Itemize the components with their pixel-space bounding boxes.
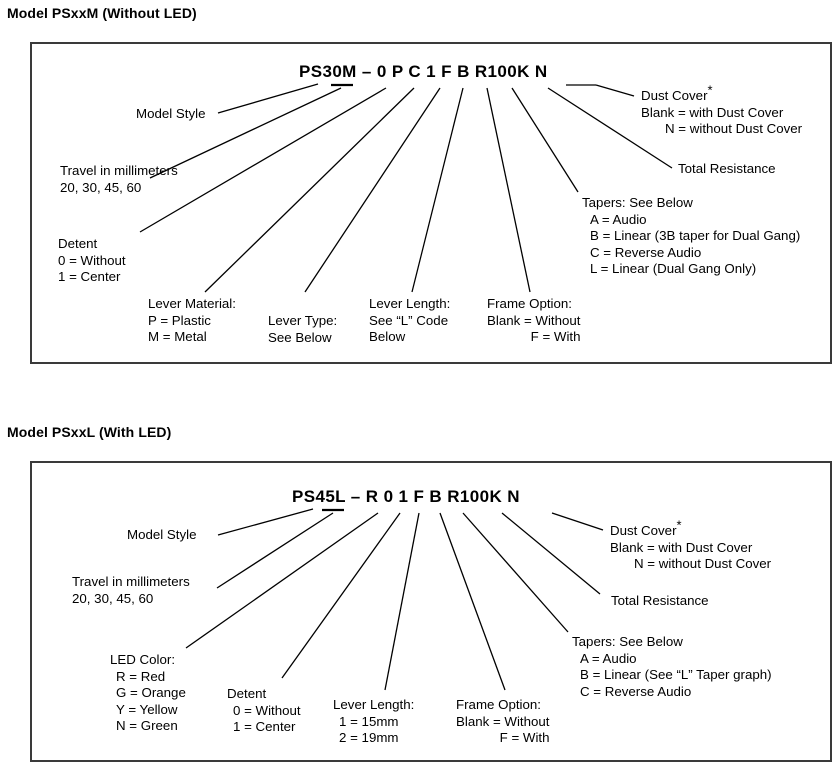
panel-2-dust-cover-block: Dust Cover* Blank = with Dust Cover N = … bbox=[610, 519, 772, 573]
panel-1-dust-cover-block: Dust Cover* Blank = with Dust Cover N = … bbox=[641, 84, 803, 138]
panel-1-lever-material-block: Lever Material: P = Plastic M = Metal bbox=[148, 296, 236, 346]
panel-2-led-y: Y = Yellow bbox=[116, 701, 178, 717]
panel-1-travel-block: Travel in millimeters 20, 30, 45, 60 bbox=[60, 163, 178, 196]
panel-2-frame-option-f: F = With bbox=[499, 730, 550, 746]
panel-2-lever-length-block: Lever Length: 1 = 15mm 2 = 19mm bbox=[333, 697, 414, 747]
panel-2-model-style-label: Model Style bbox=[127, 527, 197, 542]
panel-1-tapers-block: Tapers: See Below A = Audio B = Linear (… bbox=[582, 195, 800, 278]
panel-1-tapers-c: C = Reverse Audio bbox=[590, 244, 702, 260]
panel-1-part-number: PS30M – 0 P C 1 F B R100K N bbox=[299, 62, 548, 81]
panel-1-detent-0: 0 = Without bbox=[58, 252, 126, 268]
panel-2-frame-option-title: Frame Option: bbox=[456, 697, 541, 712]
panel-2-title: Model PSxxL (With LED) bbox=[7, 424, 172, 440]
panel-1-lever-length-line1: See “L” Code bbox=[369, 312, 449, 328]
panel-2-part-number: PS45L – R 0 1 F B R100K N bbox=[292, 487, 520, 506]
panel-2-led-color-title: LED Color: bbox=[110, 652, 176, 667]
panel-2-detent-1: 1 = Center bbox=[233, 719, 296, 735]
panel-2-travel-values: 20, 30, 45, 60 bbox=[72, 590, 154, 606]
panel-1-lever-type-title: Lever Type: bbox=[268, 313, 338, 328]
panel-2-lever-length-1: 1 = 15mm bbox=[339, 713, 399, 729]
panel-2-led-color-block: LED Color: R = Red G = Orange Y = Yellow… bbox=[110, 652, 186, 735]
panel-1-detent-block: Detent 0 = Without 1 = Center bbox=[58, 236, 126, 286]
panel-2-travel-title: Travel in millimeters bbox=[72, 574, 190, 589]
panel-2-led-g: G = Orange bbox=[116, 685, 186, 701]
panel-1-lever-length-block: Lever Length: See “L” Code Below bbox=[369, 296, 450, 346]
panel-1-dust-cover-n: N = without Dust Cover bbox=[665, 121, 803, 137]
panel-1-detent-title: Detent bbox=[58, 236, 98, 251]
panel-2-led-n: N = Green bbox=[116, 718, 178, 734]
panel-1-lever-length-line2: Below bbox=[369, 329, 406, 345]
panel-1-title: Model PSxxM (Without LED) bbox=[7, 5, 197, 21]
panel-2-dust-cover-title-line: Dust Cover* bbox=[610, 519, 771, 540]
panel-1-dust-cover-asterisk: * bbox=[707, 82, 713, 98]
panel-1-frame-option-title: Frame Option: bbox=[487, 296, 572, 311]
panel-2-dust-cover-title: Dust Cover bbox=[610, 523, 677, 538]
panel-2-detent-title: Detent bbox=[227, 686, 267, 701]
panel-1-tapers-a: A = Audio bbox=[590, 211, 647, 227]
panel-1-lever-material-m: M = Metal bbox=[148, 329, 207, 345]
panel-1-lever-type-sub: See Below bbox=[268, 329, 332, 345]
panel-1-lever-length-title: Lever Length: bbox=[369, 296, 451, 311]
panel-1-total-resistance-label: Total Resistance bbox=[678, 161, 776, 176]
panel-1-tapers-l: L = Linear (Dual Gang Only) bbox=[590, 261, 757, 277]
panel-1-dust-cover-title-line: Dust Cover* bbox=[641, 84, 802, 105]
panel-1-travel-values: 20, 30, 45, 60 bbox=[60, 179, 142, 195]
panel-1-lever-material-p: P = Plastic bbox=[148, 312, 211, 328]
panel-2-frame-option-blank: Blank = Without bbox=[456, 713, 550, 729]
panel-1-frame-option-blank: Blank = Without bbox=[487, 312, 581, 328]
panel-1-lever-material-title: Lever Material: bbox=[148, 296, 236, 311]
panel-2-box bbox=[30, 461, 832, 762]
panel-2-dust-cover-blank: Blank = with Dust Cover bbox=[610, 539, 753, 555]
panel-2-total-resistance-label: Total Resistance bbox=[611, 593, 709, 608]
panel-2-dust-cover-n: N = without Dust Cover bbox=[634, 556, 772, 572]
panel-1-dust-cover-blank: Blank = with Dust Cover bbox=[641, 104, 784, 120]
panel-1-frame-option-f: F = With bbox=[530, 329, 581, 345]
panel-2-dust-cover-asterisk: * bbox=[676, 517, 682, 533]
panel-2-tapers-title: Tapers: See Below bbox=[572, 634, 683, 649]
panel-2-tapers-a: A = Audio bbox=[580, 650, 637, 666]
panel-1-travel-title: Travel in millimeters bbox=[60, 163, 178, 178]
panel-2-lever-length-2: 2 = 19mm bbox=[339, 730, 399, 746]
panel-1-dust-cover-title: Dust Cover bbox=[641, 88, 708, 103]
panel-2-tapers-block: Tapers: See Below A = Audio B = Linear (… bbox=[572, 634, 772, 700]
panel-2-detent-0: 0 = Without bbox=[233, 702, 301, 718]
panel-2-led-r: R = Red bbox=[116, 668, 166, 684]
panel-1-lever-type-block: Lever Type: See Below bbox=[268, 313, 337, 346]
panel-2-tapers-b: B = Linear (See “L” Taper graph) bbox=[580, 667, 772, 683]
panel-1-tapers-title: Tapers: See Below bbox=[582, 195, 693, 210]
panel-1-frame-option-block: Frame Option: Blank = Without F = With bbox=[487, 296, 581, 346]
panel-1-model-style-label: Model Style bbox=[136, 106, 206, 121]
panel-2-lever-length-title: Lever Length: bbox=[333, 697, 415, 712]
panel-2-detent-block: Detent 0 = Without 1 = Center bbox=[227, 686, 301, 736]
panel-1-detent-1: 1 = Center bbox=[58, 269, 121, 285]
panel-2-tapers-c: C = Reverse Audio bbox=[580, 683, 692, 699]
panel-1-tapers-b: B = Linear (3B taper for Dual Gang) bbox=[590, 228, 801, 244]
panel-2-travel-block: Travel in millimeters 20, 30, 45, 60 bbox=[72, 574, 190, 607]
panel-2-frame-option-block: Frame Option: Blank = Without F = With bbox=[456, 697, 550, 747]
